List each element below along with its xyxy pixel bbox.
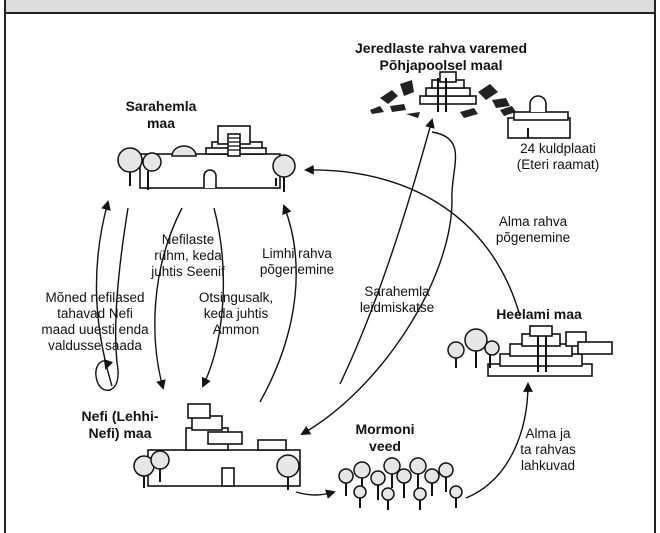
label-zarahemla-search: Sarahemla leidmiskatse [350,284,444,316]
label-alma-depart: Alma ja ta rahvas lahkuvad [508,426,588,474]
label-helam-line1: Heelami maa [496,306,582,322]
route-arrows [95,118,533,499]
label-zarahemla-line2: maa [146,115,176,131]
label-search-line1: Sarahemla [364,284,430,299]
label-alma-escape-line2: põgenemine [495,230,571,245]
label-mormon-line1: Mormoni [355,421,415,437]
label-reclaim-line1: Mõned nefilased [45,290,145,305]
arrow-alma-depart [465,382,533,499]
arrow-zarahemla-search [339,118,435,385]
label-limhi-line1: Limhi rahva [262,246,332,261]
arrow-to-mormon [295,489,336,499]
arrow-alma-escape [304,164,521,317]
nephi-settlement [133,403,301,490]
label-zeniff-line1: Nefilaste [161,232,215,247]
zarahemla-settlement [117,125,296,192]
label-reclaim-land: Mõned nefilased tahavad Nefi maad uuesti… [36,290,154,354]
label-mormon-waters: Mormoni veed [350,421,420,455]
label-gold-plates: 24 kuldplaati (Eteri raamat) [508,141,608,173]
label-limhi-line2: põgenemine [259,262,335,277]
label-alma-depart-line3: lahkuvad [520,458,576,473]
mormon-forest [338,457,463,510]
label-jaredite-line2: Põhjapoolsel maal [379,57,503,73]
arrow-reclaim-loop [95,207,129,391]
label-ammon-line3: Ammon [212,322,260,337]
label-reclaim-line2: tahavad Nefi [57,306,133,321]
gold-plates-icon [507,95,571,139]
label-zarahemla-line1: Sarahemla [125,98,197,114]
label-ammon-line1: Otsingusalk, [198,290,274,305]
label-mormon-line2: veed [369,438,401,454]
header-bar [4,0,656,14]
label-nephi: Nefi (Lehhi- Nefi) maa [64,408,176,442]
label-plates-line1: 24 kuldplaati [520,141,596,156]
jaredite-ruins [370,71,516,118]
diagram-frame [4,14,656,533]
label-jaredite-remains: Jeredlaste rahva varemed Põhjapoolsel ma… [346,40,536,74]
label-alma-escape: Alma rahva põgenemine [488,214,578,246]
label-plates-line2: (Eteri raamat) [516,157,600,172]
label-limhi-escape: Limhi rahva põgenemine [254,246,340,278]
label-nephi-line1: Nefi (Lehhi- [81,408,159,424]
label-search-line2: leidmiskatse [359,300,435,315]
label-ammon-search: Otsingusalk, keda juhtis Ammon [194,290,278,338]
label-alma-escape-line1: Alma rahva [498,214,568,229]
label-zarahemla: Sarahemla maa [106,98,216,132]
helam-settlement [447,325,613,377]
label-alma-depart-line2: ta rahvas [520,442,576,457]
arrow-zeniff-group [154,207,183,390]
label-reclaim-line4: valdusse saada [48,338,142,353]
label-zeniff-group: Nefilaste rühm, keda juhtis Seenif [140,232,236,280]
label-alma-depart-line1: Alma ja [525,426,571,441]
arrow-ammon-search [201,207,225,388]
label-reclaim-line3: maad uuesti enda [41,322,149,337]
label-nephi-line2: Nefi) maa [88,425,152,441]
label-zeniff-line2: rühm, keda [154,248,222,263]
label-helam: Heelami maa [484,306,594,323]
label-ammon-line2: keda juhtis [203,306,269,321]
arrow-search-return [300,131,457,435]
label-jaredite-line1: Jeredlaste rahva varemed [355,40,527,56]
arrow-limhi-escape [259,204,297,403]
label-zeniff-line3: juhtis Seenif [151,264,225,279]
